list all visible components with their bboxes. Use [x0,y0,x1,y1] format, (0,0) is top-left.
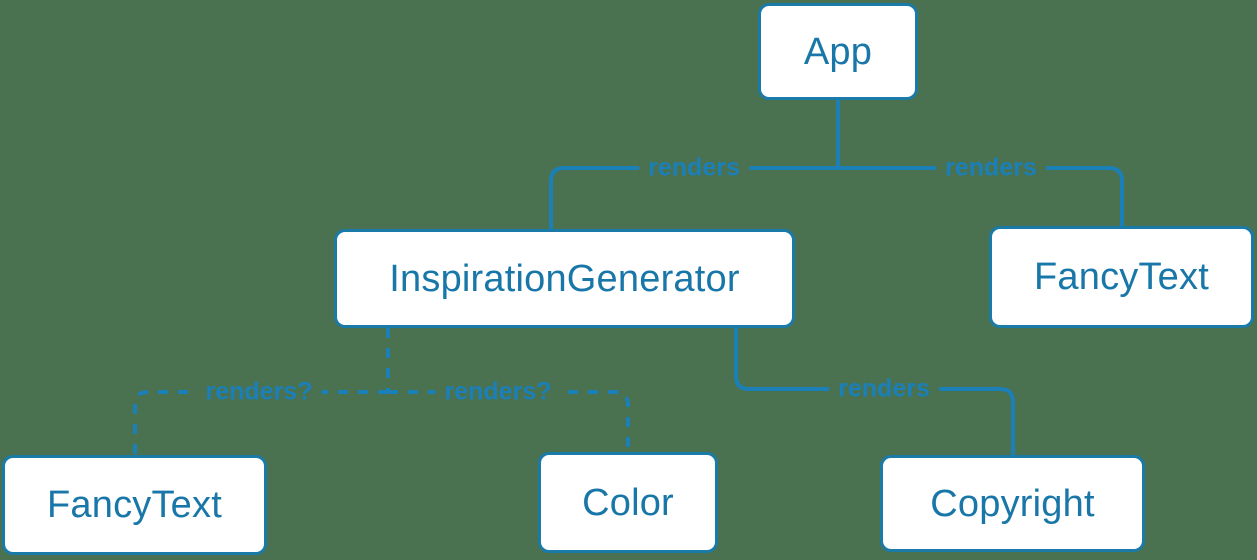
edge-app-to-inspiration-generator [549,166,838,229]
edge-label-inspiration-generator-to-copyright: renders [829,376,939,402]
node-color[interactable]: Color [538,452,718,553]
edge-label-app-to-fancytext-right: renders [936,155,1046,181]
edge-inspiration-generator-to-color [388,390,630,452]
node-fancytext-right-label: FancyText [1034,256,1209,298]
node-inspiration-generator-label: InspirationGenerator [389,257,740,300]
node-app-label: App [803,30,873,73]
edge-label-inspiration-generator-to-color: renders? [435,379,561,405]
node-copyright-label: Copyright [930,482,1095,525]
node-fancytext-bottom-left[interactable]: FancyText [2,455,267,555]
node-fancytext-bottom-left-label: FancyText [47,484,222,526]
edge-label-inspiration-generator-to-fancytext: renders? [196,379,322,405]
edge-app-to-fancytext-right [838,166,1124,226]
edge-label-app-to-inspiration-generator: renders [639,155,749,181]
node-color-label: Color [582,481,674,524]
node-copyright[interactable]: Copyright [880,455,1145,552]
edge-inspiration-generator-to-fancytext [133,390,388,455]
node-fancytext-right[interactable]: FancyText [989,226,1254,328]
node-inspiration-generator[interactable]: InspirationGenerator [334,229,795,328]
node-app[interactable]: App [758,3,918,100]
